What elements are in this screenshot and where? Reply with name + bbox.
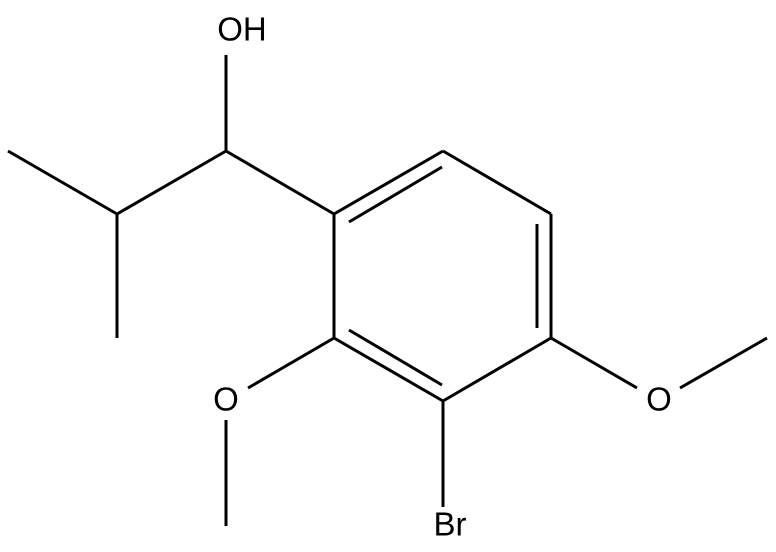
ring-bond-c1-c2 <box>333 149 444 216</box>
bond-ring-o-para <box>550 336 638 390</box>
ring-bond-c2-c3 <box>442 149 552 216</box>
hydroxyl-label: OH <box>217 11 267 48</box>
bond-ch-choh <box>116 149 227 216</box>
bond-choh-ring <box>225 149 335 216</box>
bond-methyl1-ch <box>7 149 118 216</box>
bond-o-methyl-para <box>679 336 768 390</box>
ring-bond-c5-c6-inner <box>348 328 443 387</box>
bond-ring-o-ortho <box>247 336 335 390</box>
ring-bond-c5-c6 <box>333 336 444 403</box>
ring-bond-c1-c2-inner <box>348 165 443 224</box>
oxygen-ortho-label: O <box>213 381 239 418</box>
bromine-label: Br <box>434 506 467 543</box>
ring-bond-c4-c5 <box>442 336 552 403</box>
oxygen-para-label: O <box>646 381 672 418</box>
